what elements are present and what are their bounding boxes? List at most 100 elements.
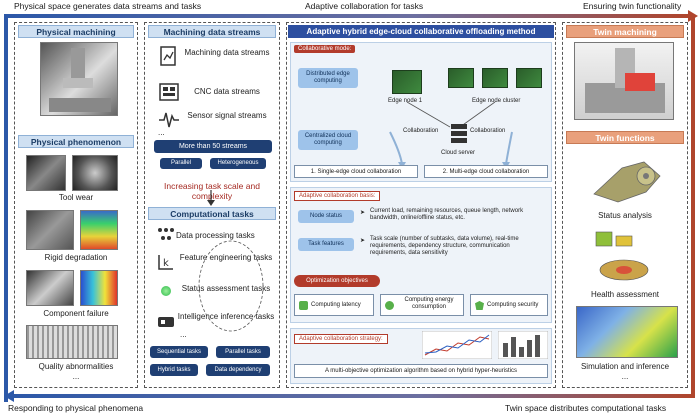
stream-sensor-label: Sensor signal streams — [187, 111, 267, 120]
simulation-render — [576, 306, 678, 358]
node-status-desc: Current load, remaining resources, queue… — [370, 208, 524, 221]
mode-multi-edge: 2. Multi-edge cloud collaboration — [424, 165, 548, 178]
task-dependency-outline — [198, 240, 264, 332]
physical-space-column — [14, 22, 138, 388]
latency-icon — [299, 301, 308, 310]
twin-space-column — [562, 22, 688, 388]
objective-security-box: Computing security — [470, 294, 548, 316]
tag-hybrid-tasks: Hybrid tasks — [150, 364, 198, 376]
task-features-arrow: ➤ — [360, 238, 366, 244]
feature-engineering-icon: k — [158, 255, 173, 270]
collaboration-label-right: Collaboration — [470, 128, 506, 134]
centralized-cloud-box: Centralized cloud computing — [298, 130, 358, 150]
edge-node-1-board — [392, 70, 422, 94]
node-status-arrow: ➤ — [360, 210, 366, 216]
task-feature-engineering-label: Feature engineering tasks — [179, 253, 273, 262]
data-tasks-column — [144, 22, 280, 388]
simulation-inference-label: Simulation and inference — [580, 362, 670, 371]
shield-icon — [475, 301, 484, 310]
objective-security-label: Computing security — [487, 302, 539, 308]
stream-cnc-label: CNC data streams — [194, 87, 260, 96]
tag-parallel: Parallel — [160, 158, 202, 169]
tag-sequential-tasks: Sequential tasks — [150, 346, 208, 358]
node-status-pill: Node status — [298, 210, 354, 223]
streams-ellipsis: ... — [158, 128, 165, 137]
inference-icon — [158, 317, 174, 327]
increase-complexity-label: Increasing task scale and complexity — [164, 181, 260, 201]
task-status-assessment-label: Status assessment tasks — [181, 284, 271, 293]
collaboration-basis-label: Adaptive collaboration basis: — [294, 191, 381, 201]
tag-data-dependency: Data dependency — [206, 364, 270, 376]
quality-abnormalities-photo — [26, 325, 118, 359]
collaboration-label-left: Collaboration — [403, 128, 439, 134]
strategy-plot-thumbnail — [422, 331, 492, 359]
machining-photo — [40, 42, 118, 116]
collaboration-lines — [389, 101, 513, 169]
cloud-server-icon — [451, 124, 467, 143]
tool-wear-label: Tool wear — [58, 193, 94, 202]
status-assessment-icon — [161, 286, 171, 296]
cloud-server-label: Cloud server — [441, 150, 476, 156]
edge-node-1-label: Edge node 1 — [388, 98, 423, 104]
document-chart-icon — [160, 46, 176, 66]
edge-cluster-label: Edge node cluster — [472, 98, 521, 104]
data-processing-icon — [158, 228, 174, 240]
component-failure-label: Component failure — [43, 309, 109, 318]
task-data-processing-label: Data processing tasks — [176, 231, 255, 240]
more-streams-badge: More than 50 streams — [154, 140, 272, 153]
collaboration-column — [286, 22, 556, 388]
physical-machining-title: Physical machining — [18, 25, 134, 38]
component-failure-photo-2 — [80, 270, 118, 306]
strategy-bars-thumbnail — [498, 331, 548, 359]
component-failure-photo-1 — [26, 270, 74, 306]
tag-parallel-tasks: Parallel tasks — [216, 346, 270, 358]
edge-board-4 — [516, 68, 542, 88]
top-left-caption: Physical space generates data streams an… — [14, 1, 202, 11]
twin-machining-title: Twin machining — [566, 25, 684, 38]
task-intelligence-inference-label: Intelligence inference tasks — [177, 312, 275, 321]
twin-functions-title: Twin functions — [566, 131, 684, 144]
physical-phenomenon-title: Physical phenomenon — [18, 135, 134, 148]
method-title: Adaptive hybrid edge-cloud collaborative… — [288, 25, 554, 38]
machining-data-streams-title: Machining data streams — [148, 25, 276, 38]
top-mid-caption: Adaptive collaboration for tasks — [305, 1, 424, 11]
task-features-desc: Task scale (number of subtasks, data vol… — [370, 236, 519, 256]
health-assessment-render — [595, 231, 649, 281]
top-right-caption: Ensuring twin functionality — [583, 1, 682, 11]
rigid-degradation-label: Rigid degradation — [44, 253, 108, 262]
edge-board-3 — [482, 68, 508, 88]
rigid-degradation-photo-1 — [26, 210, 74, 250]
bottom-left-caption: Responding to physical phenomena — [8, 403, 144, 413]
tool-wear-photo-2 — [72, 155, 118, 191]
col4-ellipsis: ... — [621, 372, 629, 381]
status-analysis-render — [593, 161, 661, 203]
objective-latency-box: Computing latency — [294, 294, 374, 316]
energy-icon — [385, 301, 394, 310]
tasks-ellipsis: ... — [180, 330, 187, 339]
tool-wear-photo-1 — [26, 155, 66, 191]
health-assessment-label: Health assessment — [590, 290, 660, 299]
status-analysis-label: Status analysis — [598, 211, 652, 220]
objective-energy-box: Computing energy consumption — [380, 294, 464, 316]
tag-heterogeneous: Heterogeneous — [210, 158, 266, 169]
optimization-objectives-label: Optimization objectives — [294, 275, 380, 287]
mode-single-edge: 1. Single-edge cloud collaboration — [294, 165, 418, 178]
stream-machining-label: Machining data streams — [184, 48, 270, 57]
rigid-degradation-photo-2 — [80, 210, 118, 250]
objective-latency-label: Computing latency — [311, 302, 361, 308]
twin-machining-render — [574, 42, 674, 120]
strategy-algorithm-box: A multi-objective optimization algorithm… — [294, 364, 548, 378]
computational-tasks-title: Computational tasks — [148, 207, 276, 220]
task-features-pill: Task features — [298, 238, 354, 251]
svg-text:k: k — [163, 258, 169, 269]
edge-board-2 — [448, 68, 474, 88]
bottom-right-caption: Twin space distributes computational tas… — [505, 403, 667, 413]
down-arrow-icon — [207, 190, 215, 206]
collaborative-mode-panel — [290, 42, 552, 182]
cnc-icon — [159, 83, 179, 101]
sensor-wave-icon — [159, 112, 179, 128]
collaborative-mode-label: Collaborative mode: — [294, 45, 356, 53]
col1-ellipsis: ... — [72, 372, 80, 381]
quality-abnormalities-label: Quality abnormalities — [38, 362, 114, 371]
